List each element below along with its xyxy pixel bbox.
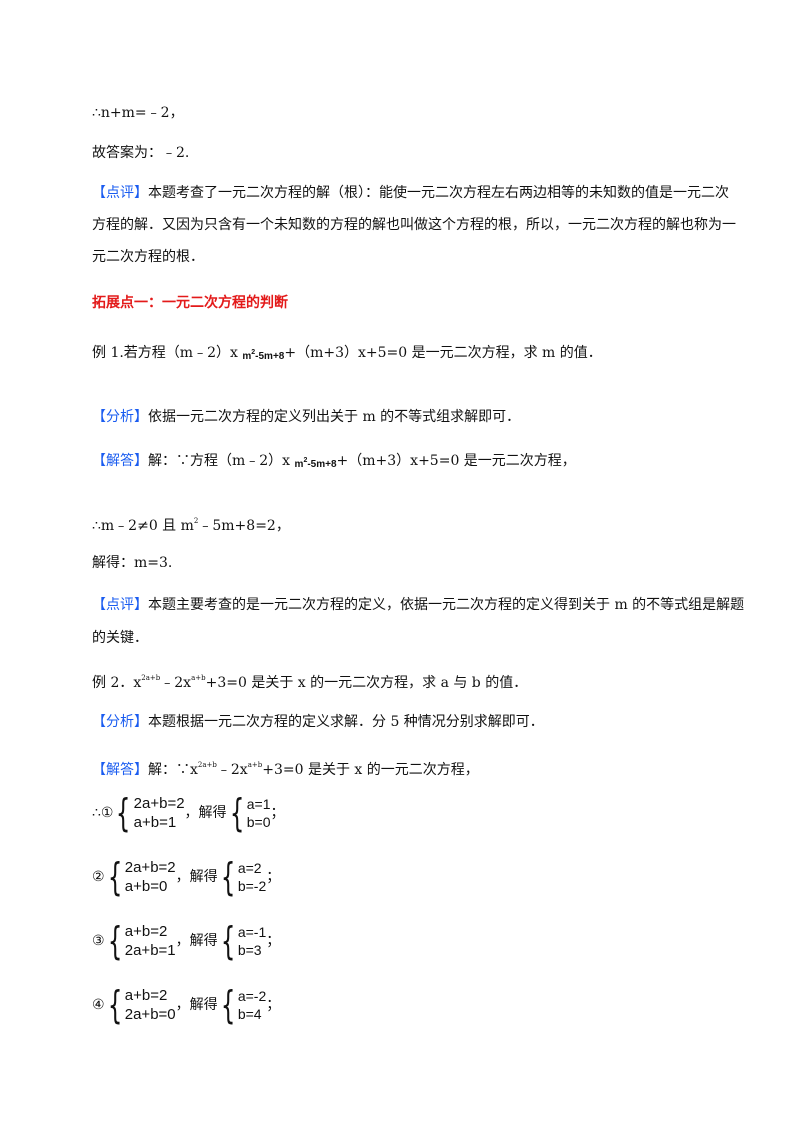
analysis-tag: 【分析】	[92, 714, 148, 730]
analysis-tag: 【分析】	[92, 409, 148, 425]
exponent: m2-5m+8	[294, 457, 337, 470]
comment-text: 本题考查了一元二次方程的解（根）：能使一元二次方程左右两边相等的未知数的值是一元…	[148, 185, 729, 201]
brace-icon: {	[107, 983, 122, 1027]
comment-tag: 【点评】	[92, 597, 148, 613]
exponent: m2-5m+8	[242, 349, 285, 362]
brace-icon: {	[220, 983, 235, 1027]
condition-line: ∴m﹣2≠0 且 m2﹣5m+8=2，	[92, 517, 290, 534]
example-1-text-end: +（m+3）x+5=0 是一元二次方程，求 m 的值．	[284, 345, 602, 361]
brace-icon: {	[220, 855, 235, 899]
answer-line: 故答案为：﹣2.	[92, 145, 190, 161]
brace-icon: {	[116, 791, 131, 835]
section-title: 拓展点一：一元二次方程的判断	[92, 295, 288, 311]
comment-2-line-2: 的关键．	[92, 630, 148, 646]
solution-tag: 【解答】	[92, 453, 148, 469]
example-2: 例 2．x2a+b﹣2xa+b+3=0 是关于 x 的一元二次方程，求 a 与 …	[92, 674, 528, 691]
analysis-2: 【分析】本题根据一元二次方程的定义求解．分 5 种情况分别求解即可．	[92, 714, 544, 730]
result-line: 解得：m=3.	[92, 555, 173, 571]
brace-icon: {	[107, 855, 122, 899]
example-1: 例 1.若方程（m﹣2）x m2-5m+8+（m+3）x+5=0 是一元二次方程…	[92, 343, 602, 367]
brace-icon: {	[220, 919, 235, 963]
analysis-1: 【分析】依据一元二次方程的定义列出关于 m 的不等式组求解即可．	[92, 407, 520, 427]
text-line: ∴n+m=﹣2，	[92, 105, 184, 121]
brace-icon: {	[229, 791, 244, 835]
comment-2-line-1: 【点评】本题主要考查的是一元二次方程的定义，依据一元二次方程的定义得到关于 m …	[92, 597, 745, 613]
comment-tag: 【点评】	[92, 185, 148, 201]
solution-tag: 【解答】	[92, 762, 148, 778]
comment-line-1: 【点评】本题考查了一元二次方程的解（根）：能使一元二次方程左右两边相等的未知数的…	[92, 183, 729, 203]
brace-icon: {	[107, 919, 122, 963]
solution-1: 【解答】解：∵方程（m﹣2）x m2-5m+8+（m+3）x+5=0 是一元二次…	[92, 453, 576, 470]
comment-line-3: 元二次方程的根．	[92, 249, 204, 265]
solution-2: 【解答】解：∵x2a+b﹣2xa+b+3=0 是关于 x 的一元二次方程，	[92, 761, 479, 778]
example-1-text: 例 1.若方程（m﹣2）x	[92, 345, 243, 361]
analysis-text: 依据一元二次方程的定义列出关于 m 的不等式组求解即可．	[148, 409, 521, 425]
comment-line-2: 方程的解．又因为只含有一个未知数的方程的解也叫做这个方程的根，所以，一元二次方程…	[92, 217, 736, 233]
